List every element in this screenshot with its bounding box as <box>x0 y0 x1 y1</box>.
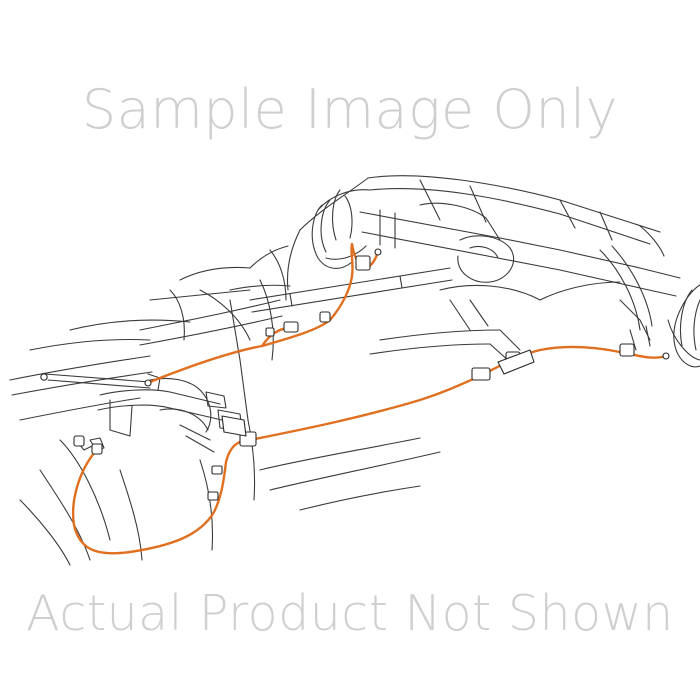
cable-hardware <box>40 248 670 501</box>
front-brake-cable <box>71 438 252 555</box>
rear-suspension <box>439 245 653 351</box>
pedal-bracket <box>91 443 103 455</box>
rear-right-anchor <box>619 343 635 357</box>
intermediate-brake-cable <box>248 374 482 442</box>
front-structure <box>9 229 301 566</box>
rear-junction-bracket <box>471 367 491 381</box>
rear-right-end <box>662 352 670 360</box>
chassis-line-art <box>9 175 700 566</box>
rear-axle-housing <box>359 202 681 297</box>
rear-left-brake-cable <box>328 242 380 322</box>
lower-floor-lines <box>259 329 521 511</box>
front-cable-upper-run <box>148 318 332 384</box>
brake-cable-assembly <box>71 242 668 555</box>
center-frame <box>139 279 283 501</box>
upper-clip-1 <box>283 321 299 333</box>
upper-clip-2 <box>319 311 331 323</box>
rear-left-wheel <box>311 189 371 269</box>
upper-frame-rails <box>299 175 665 257</box>
front-clip-2 <box>207 491 219 501</box>
linkage-clip <box>265 327 275 337</box>
equalizer-lever <box>221 415 247 437</box>
front-clip-1 <box>211 465 223 475</box>
pedal-mount <box>73 435 85 447</box>
rear-right-wheel <box>667 284 700 368</box>
watermark-actual-product-not-shown: Actual Product Not Shown <box>26 585 674 642</box>
rear-left-anchor <box>355 255 371 271</box>
linkage-pivot <box>144 379 152 387</box>
rear-left-end <box>374 248 382 256</box>
cable-end-left <box>40 373 48 381</box>
watermark-sample-image-only: Sample Image Only <box>81 78 619 141</box>
rear-junction-housing <box>497 349 535 375</box>
